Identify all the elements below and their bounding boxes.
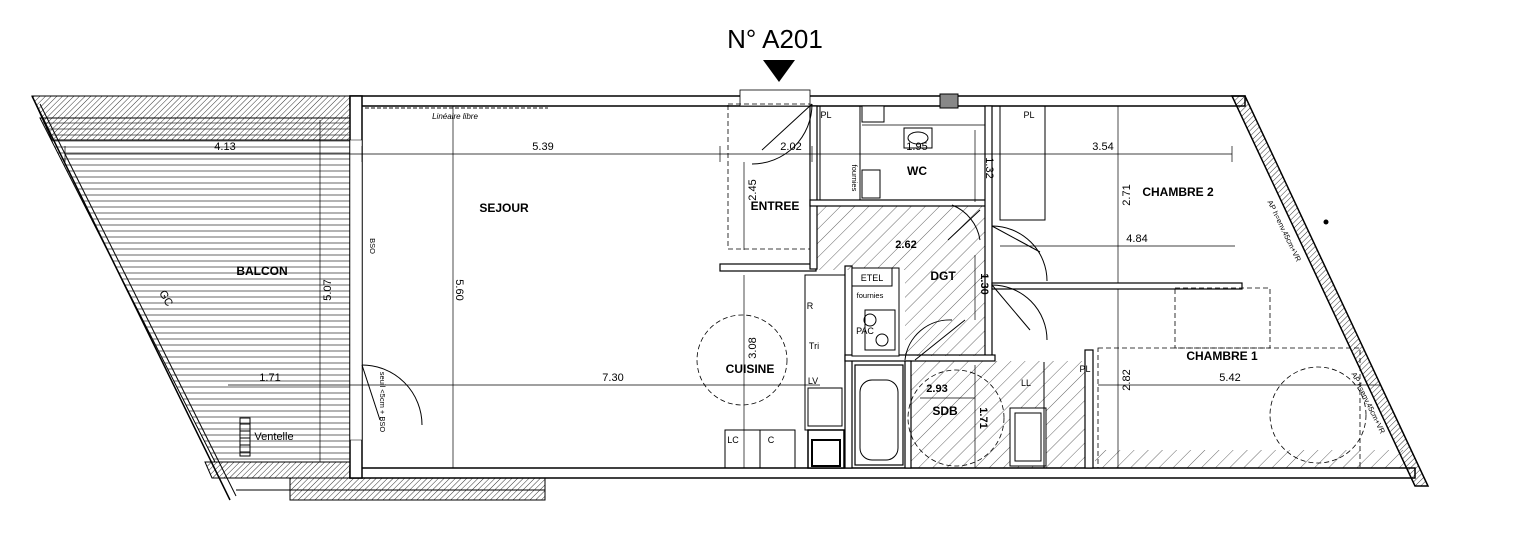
dim-171a: 1.71 [259,372,280,384]
door-swings [361,103,1048,426]
dim-171b: 1.71 [977,407,989,428]
label-c: C [768,435,775,445]
dim-293: 2.93 [926,383,947,395]
bathroom-fittings [854,362,1047,468]
exterior-walls [349,89,1430,487]
room-dgt: DGT [930,269,956,283]
label-bso: BSO [368,238,377,254]
room-sdb: SDB [932,404,958,418]
label-pl-ch2: PL [1023,110,1034,120]
label-pac: PAC [856,326,874,336]
label-pl-wc: PL [820,110,831,120]
label-tri: Tri [809,341,819,351]
room-chambre2: CHAMBRE 2 [1142,185,1214,199]
balcony [31,95,356,501]
entry-arrow-icon [763,60,795,82]
room-sejour: SEJOUR [479,201,529,215]
dim-130: 1.30 [978,273,990,294]
label-etel: ETEL [861,273,884,283]
dashed-zones [365,103,1361,469]
kitchen-fittings [804,274,846,469]
wc-fittings [861,105,985,199]
label-ventelle: Ventelle [254,431,293,443]
room-entree: ENTREE [751,199,800,213]
dim-282: 2.82 [1121,369,1133,390]
corridor-hatch [817,206,985,356]
room-labels: SEJOUR BALCON ENTREE WC CUISINE DGT SDB … [236,164,1258,418]
slab-edge [228,477,546,501]
dim-560: 5.60 [453,279,465,300]
dim-507: 5.07 [322,279,334,300]
turning-circles [696,314,1367,467]
room-chambre1: CHAMBRE 1 [1186,349,1258,363]
label-lc: LC [727,435,739,445]
label-fournies-etel: fournies [857,291,884,300]
dim-195: 1.95 [906,141,927,153]
dim-542: 5.42 [1219,372,1240,384]
ventelle-icon [239,417,251,457]
dim-245: 2.45 [747,179,759,200]
label-lv: LV [808,376,818,386]
room-cuisine: CUISINE [726,362,775,376]
room-balcon: BALCON [236,264,287,278]
dim-354: 3.54 [1092,141,1113,153]
label-seuil: seuil <5cm + BSO [378,372,387,433]
bedroom-hatch [1095,450,1405,468]
dimension-lines [64,106,1380,468]
marker-dot-icon [1323,219,1329,225]
dim-262: 2.62 [895,239,916,251]
etel-unit [851,267,900,357]
label-r: R [807,301,814,311]
dim-413: 4.13 [214,141,235,153]
dim-271: 2.71 [1121,184,1133,205]
label-pl-sdb: PL [1079,364,1090,374]
label-fournies-wc: fournies [850,165,859,192]
dim-308: 3.08 [747,337,759,358]
dim-730: 7.30 [602,372,623,384]
room-wc: WC [907,164,927,178]
dim-484: 4.84 [1126,233,1147,245]
label-lineaire: Linéaire libre [432,112,478,121]
label-ll: LL [1021,378,1031,388]
apartment-title: N° A201 [727,24,823,54]
dim-202: 2.02 [780,141,801,153]
dimension-labels: 4.13 5.39 2.02 1.95 3.54 4.84 7.30 1.71 … [214,141,1240,429]
dim-132: 1.32 [983,157,995,178]
dim-539: 5.39 [532,141,553,153]
